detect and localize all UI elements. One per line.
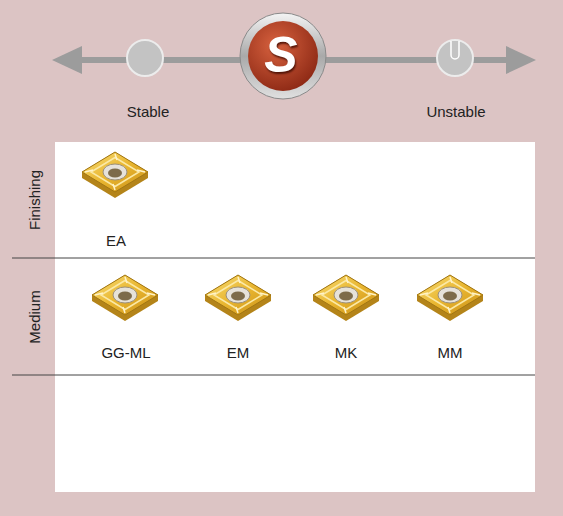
badge-ring: [240, 13, 326, 99]
insert-icon: [313, 275, 379, 321]
row-divider: [12, 375, 535, 376]
arrow-head: [506, 46, 536, 74]
scale-end-label: Stable: [127, 103, 170, 120]
insert-icon: [82, 152, 148, 198]
insert-name: EA: [106, 232, 126, 249]
insert-name: MM: [438, 344, 463, 361]
badge-disc: [248, 21, 318, 91]
scale-end-label: Unstable: [426, 103, 485, 120]
row-band: Medium: [12, 258, 55, 375]
insert-name: GG-ML: [101, 344, 150, 361]
row-label: Medium: [25, 290, 42, 343]
insert-icon: [205, 275, 271, 321]
table-panel: [55, 142, 535, 492]
insert-icon: [92, 275, 158, 321]
badge-letter: S: [264, 26, 297, 84]
insert-name: EM: [227, 344, 250, 361]
stable-icon: [127, 40, 163, 76]
row-label: Finishing: [25, 170, 42, 230]
insert-name: MK: [335, 344, 358, 361]
row-band: Finishing: [12, 142, 55, 258]
unstable-icon: [437, 40, 473, 76]
row-divider: [12, 258, 535, 259]
slot-mark: [451, 41, 459, 59]
arrow-head: [52, 46, 82, 74]
insert-icon: [417, 275, 483, 321]
